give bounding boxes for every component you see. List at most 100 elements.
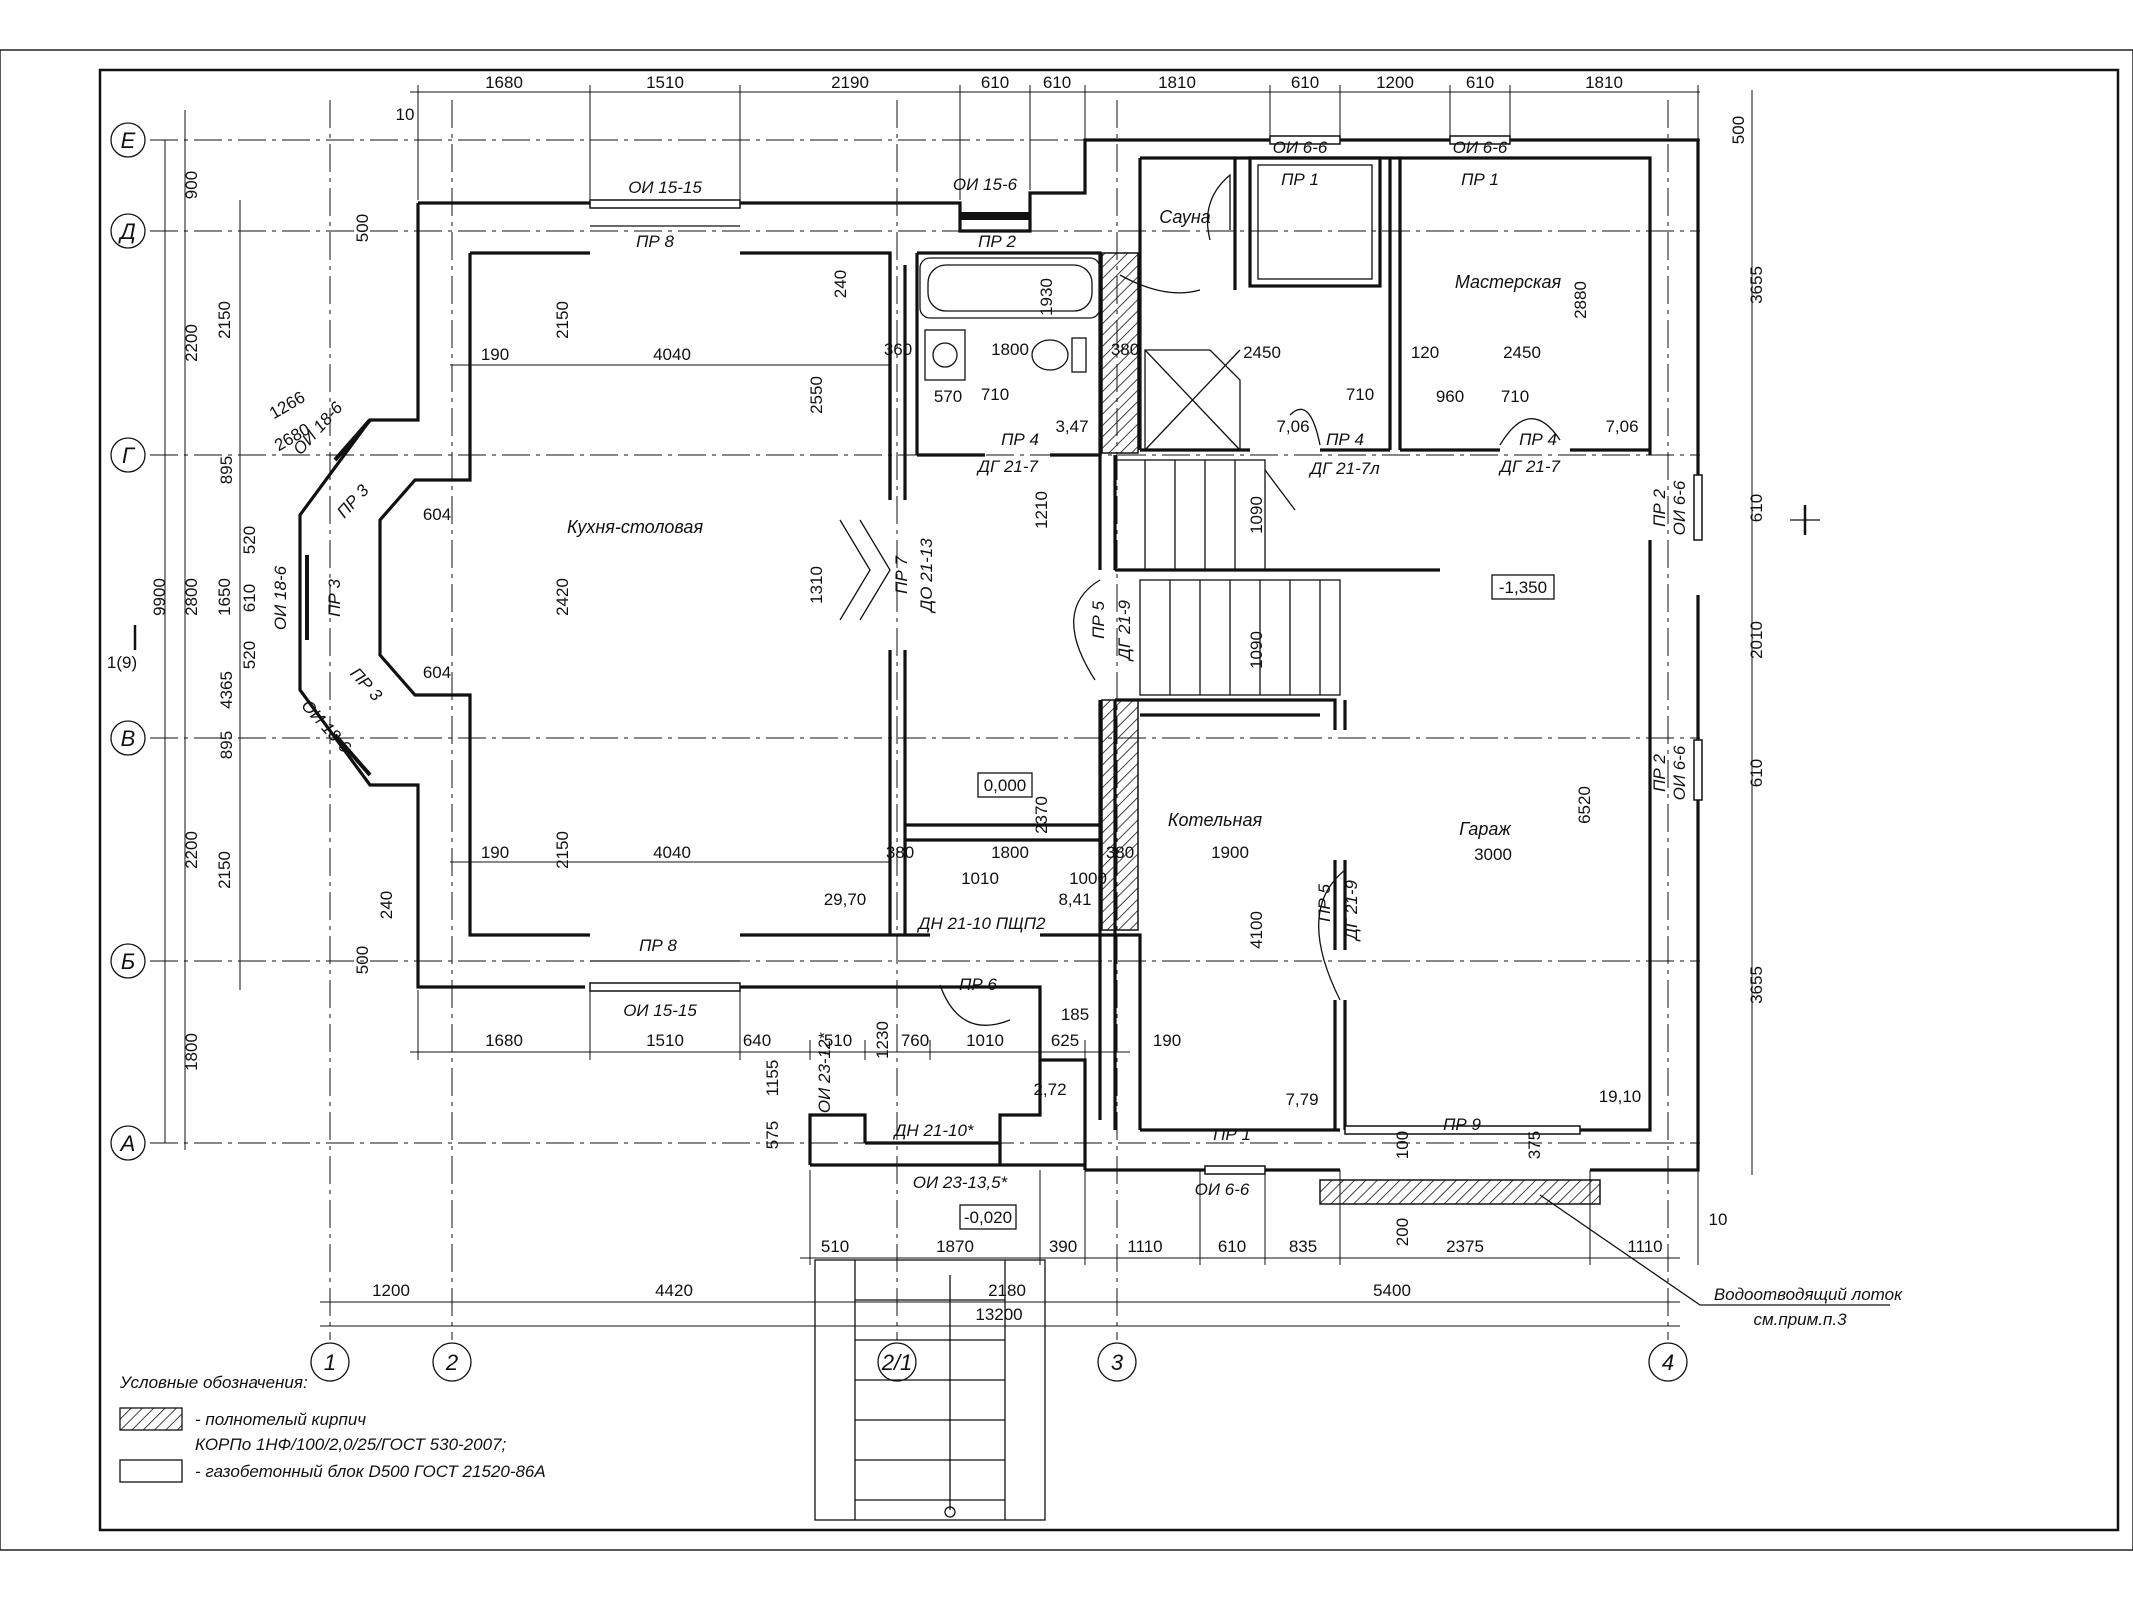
dim-bottom3-2: 2180 [988,1281,1026,1300]
dim-bottom1-4: 1230 [873,1021,892,1059]
dim-4100: 4100 [1247,911,1266,949]
dim-200: 200 [1393,1218,1412,1246]
level-box-zero [977,772,1033,798]
dim-4365: 4365 [217,671,236,709]
area-porch: 2,72 [1033,1080,1066,1099]
dim-right-1: 3655 [1747,266,1766,304]
left-dimension-total: 9900 [150,140,169,1143]
area-kitchen: 29,70 [824,890,867,909]
label-pr4-b: ПР 4 [1326,430,1364,449]
column-axis-bubbles: 1 2 2/1 3 4 [310,1342,1688,1382]
label-dg21-7l: ДГ 21-7л [1308,459,1380,478]
porch-stairs [814,1259,1046,1521]
label-pr3-c: ПР 3 [346,664,386,705]
room-kitchen: Кухня-столовая [567,517,704,537]
dim-710b: 710 [1346,385,1374,404]
dim-2150b: 2150 [553,831,572,869]
dim-375: 375 [1525,1131,1544,1159]
axis-col-2-1: 2/1 [881,1350,913,1375]
dim-top-0: 1680 [485,73,523,92]
window-openings [305,135,1703,1175]
label-pr9: ПР 9 [1443,1115,1481,1134]
drain-channel [1319,1179,1890,1306]
drain-note: см.прим.п.3 [1753,1310,1847,1329]
dim-left1-0: 900 [182,171,201,199]
label-oi-15-15-bottom: ОИ 15-15 [623,1001,697,1020]
dim-bottom3-3: 5400 [1373,1281,1411,1300]
left-dimension-chain-1: 900 2200 2800 2200 1800 [182,110,201,1150]
legend-brick-swatch [119,1407,183,1431]
dim-2450b: 2450 [1503,343,1541,362]
staircase [1114,459,1341,696]
label-oi-6-6-right2: ОИ 6-6 [1670,745,1689,800]
dim-left1-2: 2800 [182,578,201,616]
dim-895a: 895 [217,456,236,484]
label-pr4-c: ПР 4 [1519,430,1557,449]
door-swings [839,173,1561,1026]
area-bath: 3,47 [1055,417,1088,436]
dim-1090b: 1090 [1247,631,1266,669]
level-box-garage [1491,574,1555,600]
dim-1090a: 1090 [1247,496,1266,534]
label-pr2-r2: ПР 2 [1650,754,1669,792]
label-oi-15-6: ОИ 15-6 [953,175,1018,194]
dim-left2-0: 2150 [215,301,234,339]
section-mark-label: 1(9) [107,653,137,672]
dim-top-2: 2190 [831,73,869,92]
label-pr4-a: ПР 4 [1001,430,1039,449]
dim-960: 960 [1436,387,1464,406]
dim-1310: 1310 [807,566,826,604]
dim-4040a: 4040 [653,345,691,364]
label-oi-6-6-a: ОИ 6-6 [1273,138,1328,157]
area-workshop: 7,06 [1605,417,1638,436]
dim-top-8: 610 [1466,73,1494,92]
dim-bottom1-2: 640 [743,1031,771,1050]
area-boiler: 7,79 [1285,1090,1318,1109]
legend: Условные обозначения: - полнотелый кирпи… [119,1373,546,1483]
label-pr3-b: ПР 3 [325,579,344,617]
label-pr1-a: ПР 1 [1281,170,1319,189]
area-hall: 8,41 [1058,890,1091,909]
dim-1800a: 1800 [991,340,1029,359]
dim-1155: 1155 [763,1060,782,1097]
dim-bottom2-1: 1870 [936,1237,974,1256]
label-oi-6-6-bottom: ОИ 6-6 [1195,1180,1250,1199]
axis-row-b: Б [121,949,135,974]
room-boiler: Котельная [1168,810,1263,830]
room-sauna: Сауна [1159,207,1211,227]
dim-1010: 1010 [961,869,999,888]
row-axis-bubbles: Е Д Г В Б А [110,122,146,1161]
dim-bottom3-1: 4420 [655,1281,693,1300]
label-oi-23-13-5: ОИ 23-13,5* [913,1173,1009,1192]
room-workshop: Мастерская [1455,272,1562,292]
dim-bottom2-3: 1110 [1127,1237,1162,1256]
label-dg21-7b: ДГ 21-7 [1498,457,1561,476]
dim-bottom2-2: 390 [1049,1237,1077,1256]
toilet [1031,337,1087,373]
dim-bottom2-4: 610 [1218,1237,1246,1256]
dim-bottom1-5: 760 [901,1031,929,1050]
dim-left1-3: 2200 [182,831,201,869]
label-pr2-top: ПР 2 [978,232,1016,251]
dim-bottom2-0: 510 [821,1237,849,1256]
label-dn21-10: ДН 21-10 ПЩП2 [917,914,1046,933]
right-dimension-chain: 500 3655 610 2010 610 3655 [1729,90,1766,1175]
dim-top-9: 1810 [1585,73,1623,92]
label-pr1-b: ПР 1 [1461,170,1499,189]
brick-walls [1101,252,1139,931]
dim-bottom2-6: 2375 [1446,1237,1484,1256]
dim-360: 360 [884,340,912,359]
dim-left2-2: 2150 [215,851,234,889]
garage-width: 3000 [1474,845,1512,864]
dim-2420: 2420 [553,578,572,616]
dim-1266: 1266 [266,388,308,423]
label-dg21-9a: ДГ 21-9 [1115,599,1134,662]
dim-185: 185 [1061,1005,1089,1024]
bottom-dimension-chain-2: 510 1870 390 1110 610 835 2375 1110 [800,1170,1699,1265]
dim-380b: 380 [1106,843,1134,862]
dim-895b: 895 [217,731,236,759]
level-porch: -0,020 [964,1208,1012,1227]
legend-title: Условные обозначения: [119,1373,308,1392]
dim-right-2: 610 [1747,494,1766,522]
